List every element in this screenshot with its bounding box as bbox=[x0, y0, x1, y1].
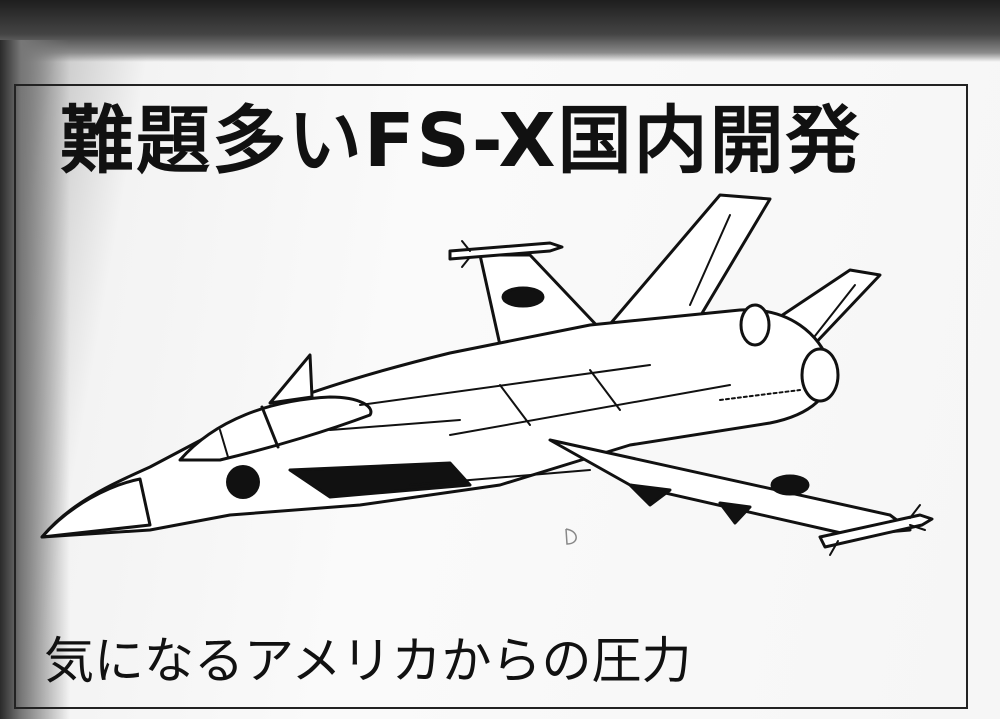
wing-lower bbox=[548, 438, 912, 537]
missile-lower bbox=[818, 513, 934, 549]
scan-edge-shadow-left bbox=[0, 40, 70, 719]
article-subheadline: 気になるアメリカからの圧力 bbox=[44, 632, 692, 690]
hinomaru-fuselage-icon bbox=[226, 465, 260, 499]
scan-edge-shadow-top bbox=[0, 0, 1000, 62]
pylon-shadow bbox=[628, 483, 672, 507]
article-headline: 難題多いFS-X国内開発 bbox=[60, 98, 862, 184]
missile-upper bbox=[448, 241, 564, 261]
hinomaru-upper-wing-icon bbox=[501, 286, 545, 308]
nose-cone bbox=[40, 477, 152, 539]
dorsal-fin bbox=[268, 353, 314, 405]
engine-nozzle-upper bbox=[739, 303, 771, 347]
intake-shadow bbox=[288, 461, 472, 499]
engine-nozzle-lower bbox=[800, 347, 840, 403]
canopy bbox=[178, 395, 373, 462]
fighter-jet-illustration bbox=[40, 193, 934, 556]
article-frame bbox=[14, 84, 968, 709]
scan-artifact-mark bbox=[565, 528, 577, 545]
hinomaru-lower-wing-icon bbox=[770, 474, 810, 496]
